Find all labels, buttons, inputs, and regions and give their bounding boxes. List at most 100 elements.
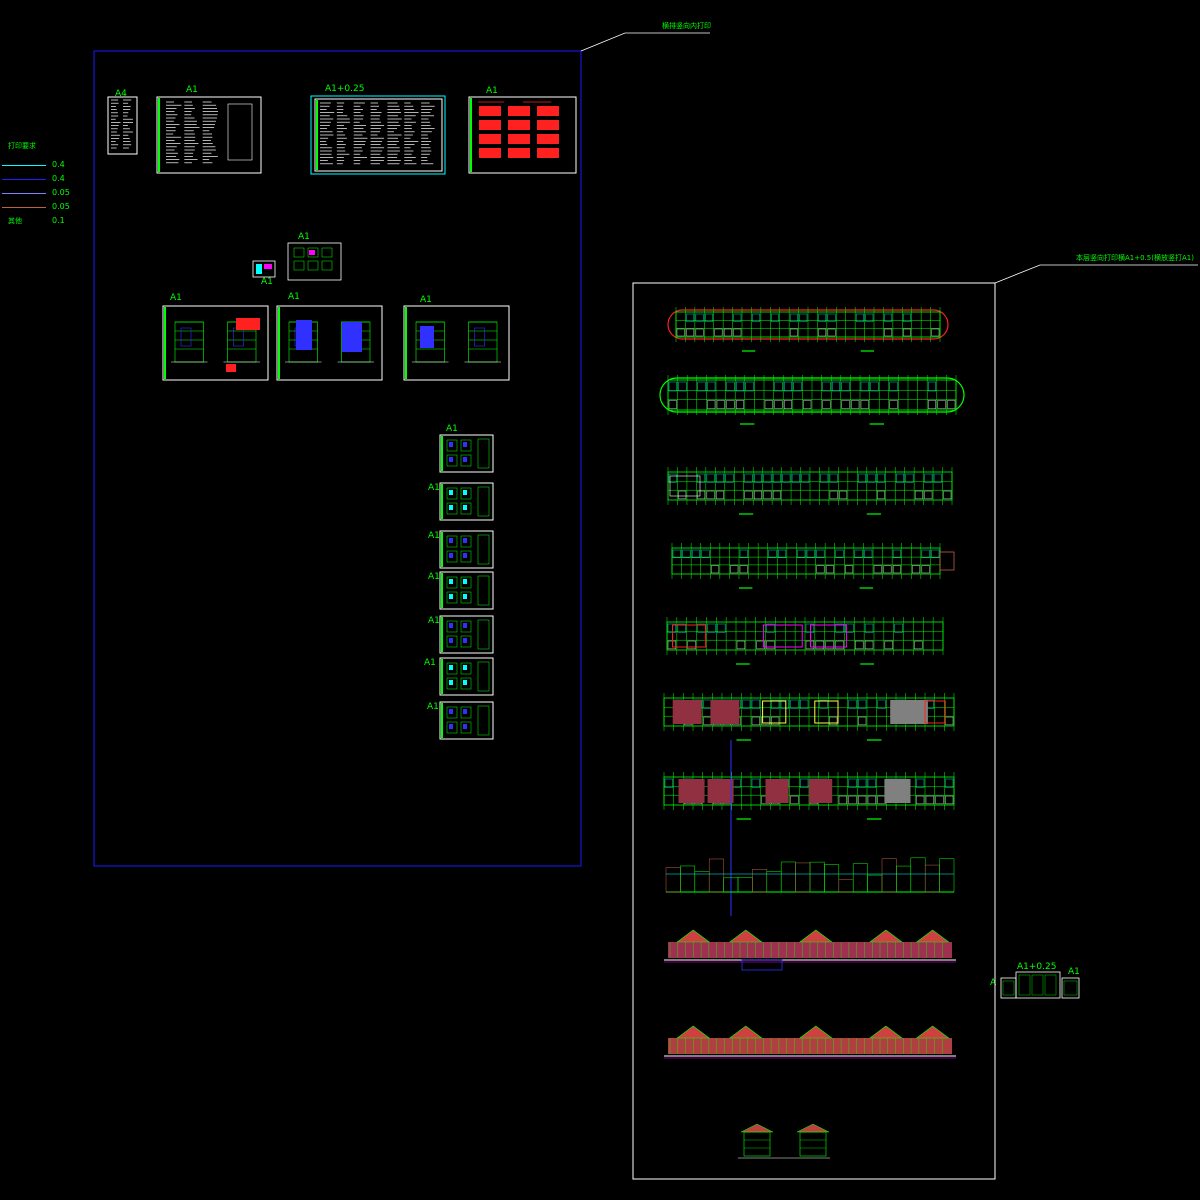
plan-floor-3-room [877, 490, 885, 500]
elevation-rear-roof-gable [915, 1025, 950, 1039]
extra-sheet-a-content [1002, 980, 1015, 996]
detail-side-panel [477, 619, 490, 650]
detail-drawing [460, 550, 472, 563]
elevation-rear-roof-gable [728, 1025, 763, 1039]
plan-floor-3-room [668, 473, 677, 483]
detail-drawing [460, 502, 472, 515]
plan-floor-4-room [921, 565, 930, 574]
sheet-label-detail: A1 [428, 531, 440, 541]
left-callout-leader [580, 32, 710, 52]
plan-floor-2-room [803, 400, 812, 409]
plan-floor-3-room [801, 473, 810, 483]
detail-sheet-title-bar [441, 532, 443, 567]
sheet-label-cover: A1 [186, 85, 198, 95]
plan-floor-3-room [820, 473, 829, 483]
plan-roof-room [732, 778, 741, 788]
detail-sheet [439, 434, 494, 473]
red-detail-block [508, 148, 530, 158]
detail-sheet [439, 482, 494, 521]
legend-value: 0.4 [52, 160, 65, 169]
plan-floor-5-room [884, 640, 893, 650]
section-drawing-bay [737, 877, 753, 893]
elevation-sheet-1-window [233, 327, 244, 347]
plan-4-stair [939, 551, 955, 571]
plan-floor-5-room [717, 623, 726, 633]
plan-floor-3-room [772, 490, 781, 500]
detail-drawing [460, 576, 472, 589]
plan-floor-3-room [933, 473, 942, 483]
plan-floor-5-room [677, 623, 686, 633]
detail-drawing [446, 454, 458, 467]
plan-floor-5-room [766, 640, 775, 650]
plan-floor-1-room [931, 328, 940, 337]
plan-floor-5-room [864, 623, 874, 633]
plan-floor-6-block [890, 700, 928, 724]
detail-sheet [439, 615, 494, 654]
elevation-1-mark [226, 364, 236, 372]
detail-accent [463, 638, 467, 643]
elevation-1-roof [236, 318, 260, 330]
detail-drawing [460, 721, 472, 734]
red-detail-block [508, 120, 530, 130]
static-frames [93, 32, 1198, 1180]
elevation-sheet-2-title-bar [278, 307, 280, 379]
a1-red-sheet-title-bar [470, 98, 472, 172]
detail-side-panel [477, 705, 490, 736]
legend-row: 0.4 [2, 160, 82, 172]
plan-floor-5-room [667, 640, 677, 650]
legend-title: 打印要求 [8, 142, 36, 150]
plan-floor-1-room [752, 313, 761, 322]
detail-drawing [446, 487, 458, 500]
elevation-sheet-3-title-bar [405, 307, 407, 379]
red-detail-block [537, 148, 559, 158]
plan-floor-1-room [818, 313, 827, 322]
section-drawing-bay [910, 857, 926, 893]
plan-floor-2-room [716, 400, 725, 409]
plan-floor-2-room [697, 381, 706, 392]
elevation-rear-roof-gable [869, 1025, 903, 1039]
plan-roof-room [867, 795, 876, 805]
detail-accent [449, 553, 453, 558]
plan-floor-6-room [703, 699, 712, 709]
plan-roof-room [838, 795, 847, 805]
detail-drawing [446, 550, 458, 563]
cover-inset-box [227, 103, 253, 161]
a1-cover-sheet [156, 96, 262, 174]
plan-floor-1-room [884, 313, 893, 322]
plan-floor-6-room [819, 699, 828, 709]
legend-line-swatch [2, 207, 46, 208]
elevation-sheet-2 [276, 305, 383, 381]
plan-floor-1-room [789, 313, 798, 322]
legend-label: 其他 [8, 217, 22, 225]
plan-floor-2-room [774, 381, 783, 392]
detail-accent [463, 442, 467, 447]
elevation-rear-roof-gable [676, 1025, 711, 1039]
plan-floor-1-room [714, 328, 723, 337]
elevation-3-fill [420, 326, 434, 348]
plan-floor-4-room [816, 549, 825, 559]
plan-floor-4-room [835, 549, 844, 559]
sheet-label-mini: A1 [261, 277, 273, 287]
plan-floor-6-room [780, 699, 789, 709]
detail-drawing [446, 576, 458, 589]
detail-accent [463, 553, 467, 558]
plan-floor-3-room [754, 473, 762, 483]
plan-floor-5-room [894, 623, 903, 633]
legend-row: 0.05 [2, 202, 82, 214]
plan-floor-2-room [736, 400, 745, 409]
plan-floor-5-room [766, 623, 775, 633]
plan-floor-3-room [744, 473, 753, 483]
detail-drawing [460, 535, 472, 548]
plan-floor-6-room [945, 716, 954, 726]
detail-drawing [446, 635, 458, 648]
plan-floor-6-highlight [924, 700, 946, 724]
plan-roof-block [809, 779, 833, 803]
detail-accent [463, 538, 467, 543]
plan-floor-1-room [818, 328, 827, 337]
plan-floor-5-room [855, 640, 864, 650]
plan-floor-2-room [841, 400, 850, 409]
plan-floor-4-room [701, 549, 710, 559]
detail-sheet [439, 530, 494, 569]
detail-accent [463, 457, 467, 462]
